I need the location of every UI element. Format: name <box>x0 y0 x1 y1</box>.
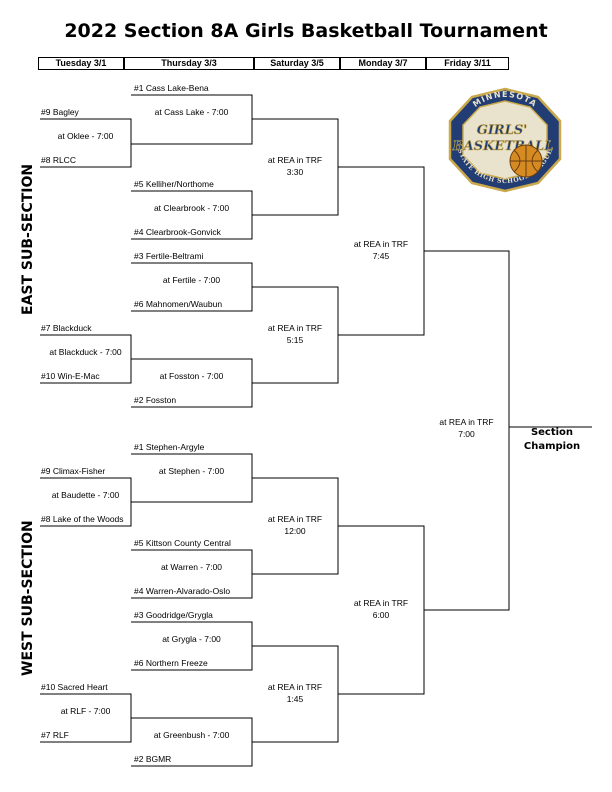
game-east-semi-1-venue: at REA in TRF <box>267 155 323 165</box>
team-blackduck: #7 Blackduck <box>41 323 92 333</box>
game-at-warren: at Warren - 7:00 <box>160 562 223 572</box>
team-sacred-heart: #10 Sacred Heart <box>41 682 108 692</box>
team-bagley: #9 Bagley <box>41 107 79 117</box>
game-at-blackduck: at Blackduck - 7:00 <box>49 347 122 357</box>
team-mahnomen-waubun: #6 Mahnomen/Waubun <box>134 299 223 309</box>
mshsl-girls-basketball-logo: MINNESOTA STATE HIGH SCHOOL LEAGUE GIRLS… <box>446 87 564 193</box>
round-header-saturday: Saturday 3/5 <box>254 57 340 70</box>
game-at-greenbush: at Greenbush - 7:00 <box>153 730 230 740</box>
game-east-semi-2-venue: at REA in TRF <box>267 323 323 333</box>
game-west-semi-1-time: 12:00 <box>284 526 306 536</box>
game-west-final-venue: at REA in TRF <box>353 598 409 608</box>
page-title: 2022 Section 8A Girls Basketball Tournam… <box>64 20 548 42</box>
game-at-fertile: at Fertile - 7:00 <box>162 275 221 285</box>
game-west-final-time: 6:00 <box>372 610 390 620</box>
round-header-friday: Friday 3/11 <box>426 57 509 70</box>
svg-text:GIRLS': GIRLS' <box>477 123 528 138</box>
game-west-semi-2-venue: at REA in TRF <box>267 682 323 692</box>
game-section-final-time: 7:00 <box>458 429 475 439</box>
round-header-tuesday: Tuesday 3/1 <box>38 57 124 70</box>
section-champion-label: Section Champion <box>512 426 592 454</box>
game-east-final-time: 7:45 <box>372 251 390 261</box>
game-at-baudette: at Baudette - 7:00 <box>51 490 120 500</box>
team-kelliher-northome: #5 Kelliher/Northome <box>134 179 214 189</box>
team-climax-fisher: #9 Climax-Fisher <box>41 466 106 476</box>
team-goodridge-grygla: #3 Goodridge/Grygla <box>134 610 213 620</box>
team-northern-freeze: #6 Northern Freeze <box>134 658 208 668</box>
game-west-semi-2-time: 1:45 <box>286 694 304 704</box>
game-at-stephen: at Stephen - 7:00 <box>158 466 225 476</box>
team-rlf: #7 RLF <box>41 730 69 740</box>
team-kittson-county-central: #5 Kittson County Central <box>134 538 231 548</box>
game-at-cass-lake: at Cass Lake - 7:00 <box>154 107 229 117</box>
team-lake-of-the-woods: #8 Lake of the Woods <box>41 514 124 524</box>
game-at-clearbrook: at Clearbrook - 7:00 <box>153 203 230 213</box>
team-bgmr: #2 BGMR <box>134 754 172 764</box>
champion-line-2: Champion <box>523 441 581 452</box>
game-section-final-venue: at REA in TRF <box>439 417 494 427</box>
team-cass-lake-bena: #1 Cass Lake-Bena <box>134 83 209 93</box>
game-east-semi-1-time: 3:30 <box>286 167 304 177</box>
team-stephen-argyle: #1 Stephen-Argyle <box>134 442 205 452</box>
team-fertile-beltrami: #3 Fertile-Beltrami <box>134 251 204 261</box>
game-at-rlf: at RLF - 7:00 <box>60 706 111 716</box>
game-at-fosston: at Fosston - 7:00 <box>159 371 224 381</box>
game-at-grygla: at Grygla - 7:00 <box>162 634 221 644</box>
team-warren-alvarado-oslo: #4 Warren-Alvarado-Oslo <box>134 586 231 596</box>
round-header-thursday: Thursday 3/3 <box>124 57 254 70</box>
game-at-oklee: at Oklee - 7:00 <box>57 131 114 141</box>
team-fosston: #2 Fosston <box>134 395 177 405</box>
team-clearbrook-gonvick: #4 Clearbrook-Gonvick <box>134 227 221 237</box>
game-east-final-venue: at REA in TRF <box>353 239 409 249</box>
team-rlcc: #8 RLCC <box>41 155 76 165</box>
champion-line-1: Section <box>530 427 574 438</box>
round-header-monday: Monday 3/7 <box>340 57 426 70</box>
team-win-e-mac: #10 Win-E-Mac <box>41 371 100 381</box>
game-west-semi-1-venue: at REA in TRF <box>267 514 323 524</box>
game-east-semi-2-time: 5:15 <box>286 335 304 345</box>
